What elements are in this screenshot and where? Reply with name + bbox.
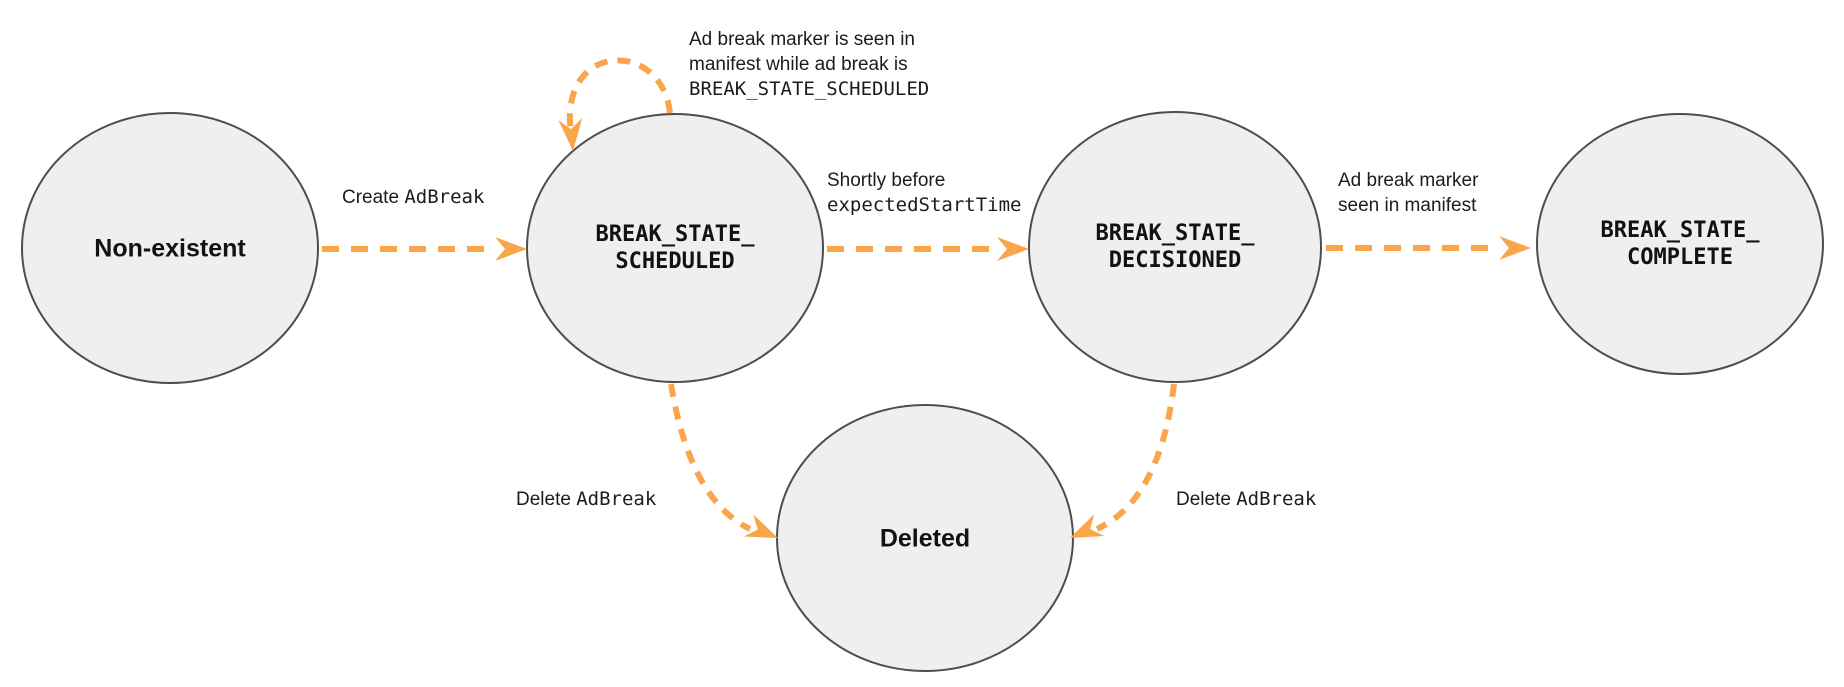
edge-label-create-adbreak: Create AdBreak	[342, 185, 484, 210]
edge-label-text: Ad break marker	[1338, 170, 1479, 191]
node-label-break-state-scheduled: BREAK_STATE_ SCHEDULED	[596, 221, 755, 275]
node-circle-non-existent	[21, 112, 319, 384]
arrowhead-marker-seen-icon	[1499, 236, 1531, 260]
node-label-break-state-complete: BREAK_STATE_ COMPLETE	[1601, 217, 1760, 271]
edge-label-text: Create	[342, 187, 400, 208]
edge-self-loop-scheduled	[566, 57, 673, 133]
arrowhead-delete-left-icon	[743, 514, 778, 538]
edge-label-code: AdBreak	[1236, 488, 1317, 510]
node-circle-break-state-scheduled	[526, 113, 824, 383]
edge-label-code: AdBreak	[404, 186, 485, 208]
edge-label-text: Ad break marker is seen in	[689, 29, 915, 50]
node-circle-deleted	[776, 404, 1074, 672]
edge-label-self-loop: Ad break marker is seen in manifest whil…	[689, 27, 929, 102]
edge-label-text: Delete	[1176, 489, 1231, 510]
edge-label-delete-right: Delete AdBreak	[1176, 487, 1316, 512]
edge-delete-from-scheduled	[668, 383, 752, 532]
node-label-deleted: Deleted	[879, 524, 971, 553]
edge-label-text: manifest while ad break is	[689, 54, 908, 75]
node-label-line: BREAK_STATE_	[1600, 218, 1760, 243]
node-label-line: BREAK_STATE_	[1095, 221, 1255, 246]
node-label-line: SCHEDULED	[615, 249, 735, 274]
arrowhead-self-loop-icon	[558, 118, 583, 151]
node-label-break-state-decisioned: BREAK_STATE_ DECISIONED	[1096, 220, 1255, 274]
edge-label-code: BREAK_STATE_SCHEDULED	[689, 78, 930, 100]
edge-label-marker-seen: Ad break marker seen in manifest	[1338, 168, 1478, 218]
edge-label-code: AdBreak	[576, 488, 657, 510]
edge-label-text: Shortly before	[827, 170, 946, 191]
node-label-non-existent: Non-existent	[94, 234, 246, 263]
arrowhead-create-icon	[495, 237, 527, 261]
node-circle-break-state-decisioned	[1028, 111, 1322, 383]
edge-delete-from-decisioned	[1095, 383, 1177, 532]
arrowhead-shortly-before-icon	[997, 237, 1029, 261]
edge-label-delete-left: Delete AdBreak	[516, 487, 656, 512]
edge-label-text: Delete	[516, 489, 571, 510]
node-label-line: DECISIONED	[1108, 248, 1242, 273]
arrowhead-delete-right-icon	[1070, 514, 1105, 538]
node-label-line: BREAK_STATE_	[595, 222, 755, 247]
edge-label-shortly-before: Shortly before expectedStartTime	[827, 168, 1021, 218]
edge-label-code: expectedStartTime	[827, 194, 1022, 216]
edge-label-text: seen in manifest	[1338, 195, 1477, 216]
node-circle-break-state-complete	[1536, 113, 1824, 375]
node-label-line: COMPLETE	[1627, 245, 1733, 270]
